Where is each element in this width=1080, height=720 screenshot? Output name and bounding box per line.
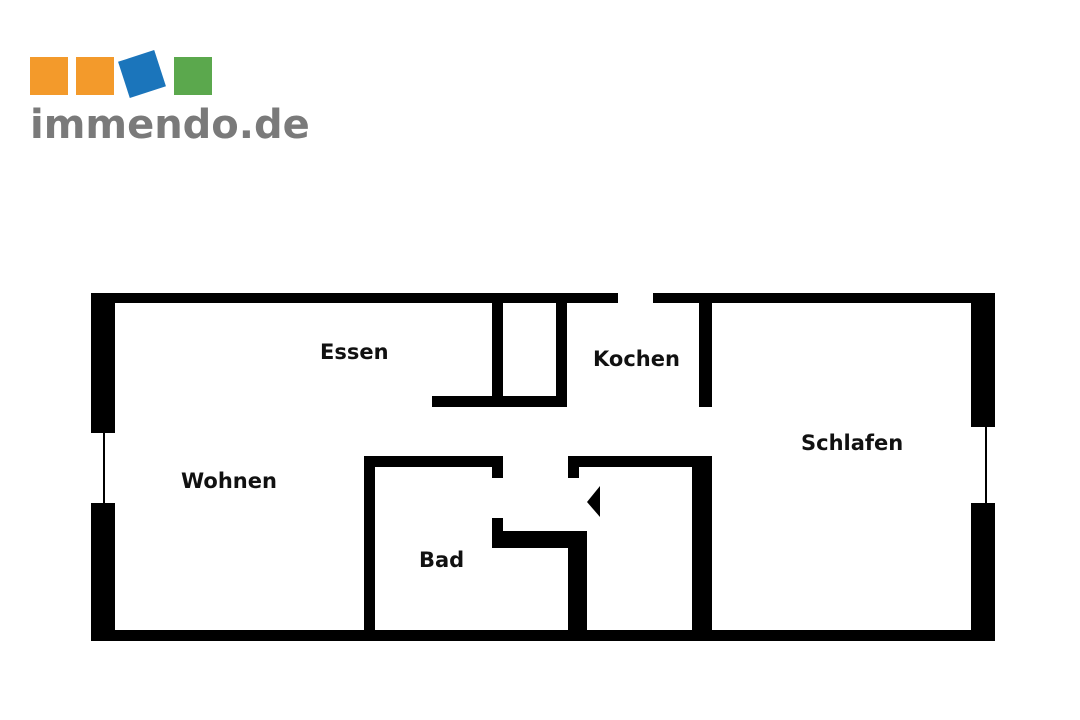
wall-right-window bbox=[985, 427, 987, 503]
bad-left-wall bbox=[364, 456, 375, 641]
wall-left-upper bbox=[91, 293, 115, 433]
essen-kitchen-partition bbox=[432, 396, 567, 407]
logo-text: immendo.de bbox=[30, 102, 310, 148]
room-label-bad: Bad bbox=[419, 548, 464, 572]
bad-top-wall bbox=[364, 456, 503, 467]
walls bbox=[91, 293, 995, 641]
wall-left-window bbox=[103, 433, 105, 503]
immendo-logo: immendo.de bbox=[30, 50, 310, 148]
closet-right-wall bbox=[692, 456, 712, 641]
logo-square-4 bbox=[174, 57, 212, 95]
wall-right-lower bbox=[971, 503, 995, 641]
door-swing-indicator bbox=[587, 486, 600, 517]
wall-top-right bbox=[653, 293, 995, 303]
bad-door-jamb-upper bbox=[492, 456, 503, 478]
shaft-left-wall bbox=[492, 293, 503, 407]
kitchen-bedroom-partition bbox=[699, 293, 712, 407]
room-label-schlafen: Schlafen bbox=[801, 431, 903, 455]
logo-square-3 bbox=[118, 50, 166, 98]
wall-left-lower bbox=[91, 503, 115, 641]
room-label-kochen: Kochen bbox=[593, 347, 680, 371]
room-label-essen: Essen bbox=[320, 340, 389, 364]
bad-inner-top-wall bbox=[492, 531, 587, 548]
closet-left-jamb bbox=[568, 456, 579, 478]
wall-bottom bbox=[91, 630, 995, 641]
bad-right-wall bbox=[568, 531, 587, 641]
room-label-wohnen: Wohnen bbox=[181, 469, 277, 493]
wall-right-upper bbox=[971, 293, 995, 427]
wall-top-left bbox=[91, 293, 618, 303]
logo-square-1 bbox=[30, 57, 68, 95]
shaft-right-wall bbox=[556, 293, 567, 407]
logo-square-2 bbox=[76, 57, 114, 95]
closet-top-wall bbox=[568, 456, 712, 467]
